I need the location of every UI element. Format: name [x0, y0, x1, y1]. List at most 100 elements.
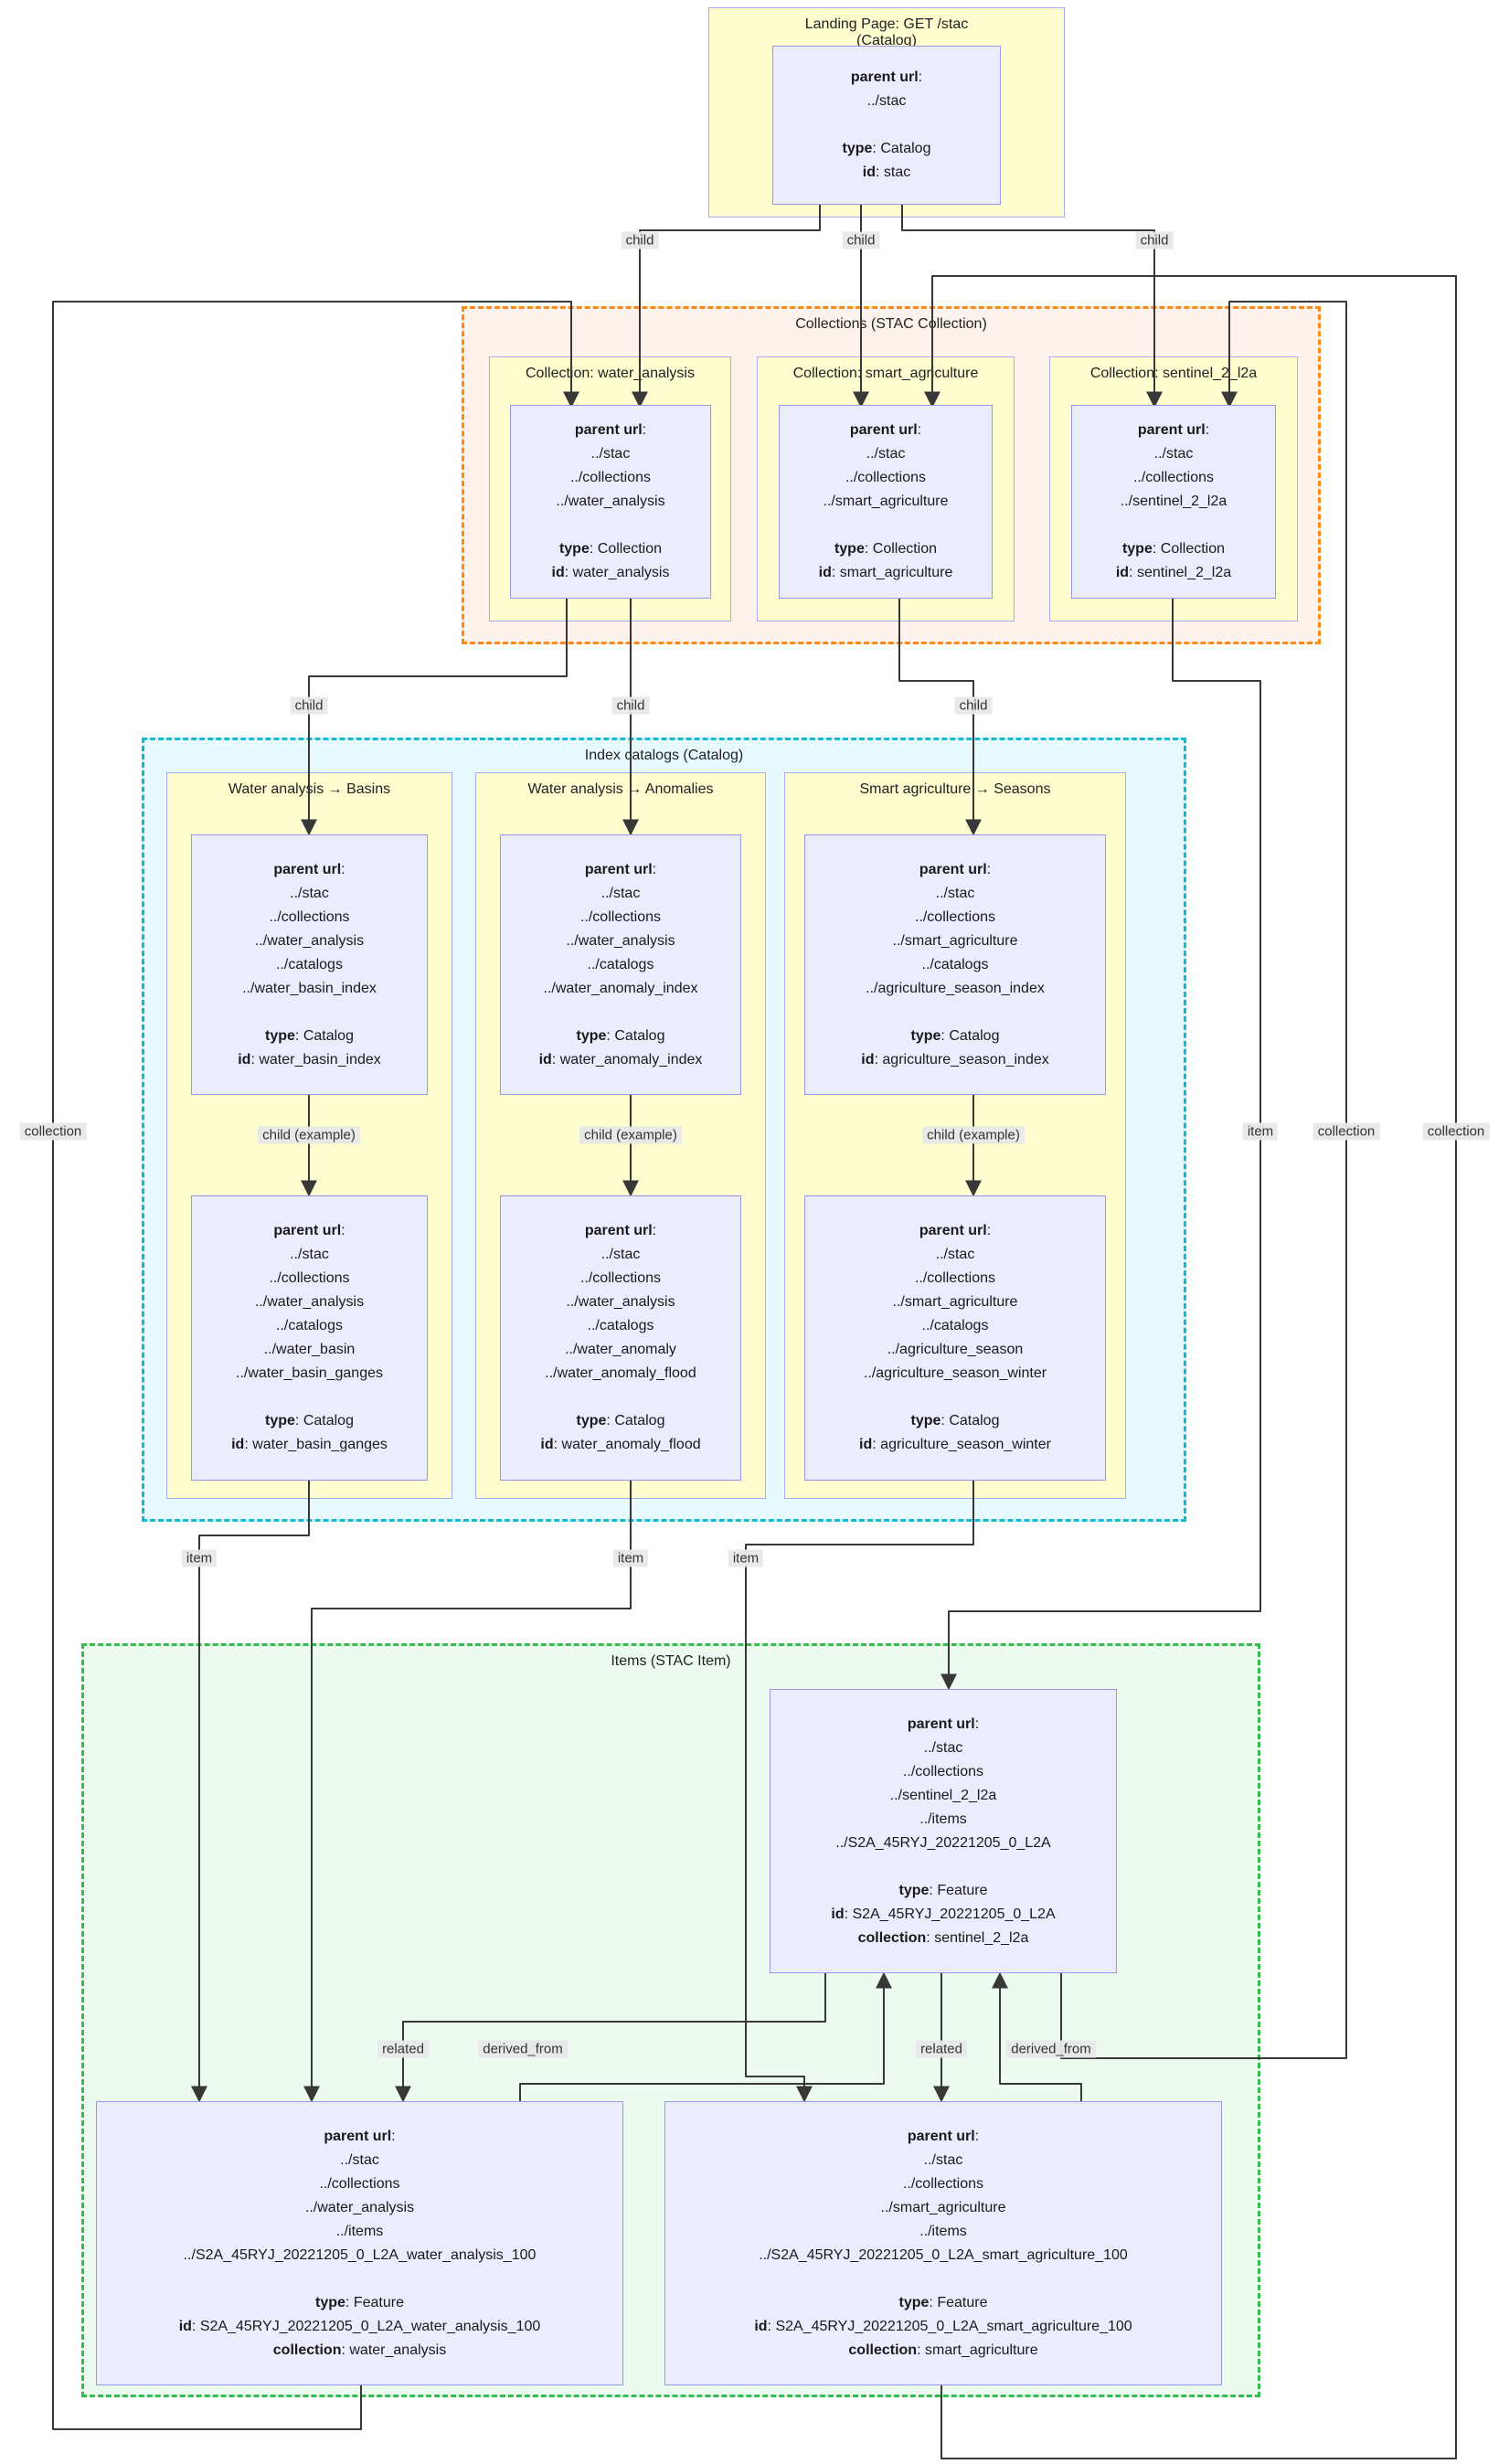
record-sentinel-item: parent url: ../stac ../collections ../se…	[770, 1689, 1117, 1973]
edge-label-collection: collection	[19, 1122, 87, 1141]
record-landing: parent url: ../stac type: Catalog id: st…	[772, 46, 1001, 205]
record-id: id: smart_agriculture	[818, 565, 953, 580]
edge-label-item: item	[1242, 1122, 1279, 1141]
record-smart-agriculture: parent url: ../stac ../collections ../sm…	[779, 405, 993, 599]
edge-label-child: child	[611, 696, 650, 715]
record-key-parent-url: parent url:	[584, 861, 657, 877]
record-parent-urls: ../stac ../collections ../water_analysis…	[242, 885, 377, 996]
record-parent-urls: ../stac ../collections ../sentinel_2_l2a	[1120, 446, 1227, 509]
record-type: type: Catalog	[265, 1413, 354, 1428]
index-box-title: Water analysis → Anomalies	[527, 781, 714, 797]
record-water-basin-index: parent url: ../stac ../collections ../wa…	[191, 834, 428, 1095]
landing-page-title-line1: Landing Page: GET /stac	[804, 16, 969, 32]
record-water-anomaly-index: parent url: ../stac ../collections ../wa…	[500, 834, 741, 1095]
edge-label-child-example: child (example)	[922, 1126, 1025, 1144]
record-type: type: Catalog	[842, 141, 931, 156]
record-id: id: water_anomaly_flood	[540, 1437, 701, 1452]
edge-label-item: item	[181, 1549, 218, 1567]
record-type: type: Catalog	[265, 1027, 354, 1044]
index-box-title: Smart agriculture → Seasons	[859, 781, 1051, 797]
edge-label-item: item	[612, 1549, 649, 1567]
record-parent-urls: ../stac	[866, 93, 907, 109]
record-type: type: Catalog	[576, 1027, 665, 1044]
record-parent-urls: ../stac ../collections ../smart_agricult…	[759, 2151, 1128, 2263]
record-water-basin-ganges: parent url: ../stac ../collections ../wa…	[191, 1195, 428, 1481]
landing-page-title-line2: (Catalog)	[856, 33, 917, 48]
collection-box-title: Collection: water_analysis	[526, 366, 695, 381]
record-id: id: water_basin_ganges	[231, 1437, 388, 1452]
edge-label-related: related	[916, 2040, 967, 2058]
edge-child-water-basin-index	[301, 599, 568, 836]
edge-label-derived-from: derived_from	[1006, 2040, 1096, 2058]
record-id: id: stac	[862, 165, 911, 180]
record-key-parent-url: parent url:	[907, 2128, 980, 2144]
record-key-parent-url: parent url:	[907, 1715, 980, 1732]
record-key-parent-url: parent url:	[324, 2128, 396, 2144]
edge-item-ganges-water-item	[191, 1481, 310, 2103]
record-key-parent-url: parent url:	[850, 69, 923, 85]
record-id: id: S2A_45RYJ_20221205_0_L2A_water_analy…	[178, 2318, 541, 2334]
edge-child-landing-sentinel	[901, 205, 1163, 409]
record-water-analysis-item: parent url: ../stac ../collections ../wa…	[96, 2101, 623, 2385]
record-id: id: agriculture_season_winter	[859, 1437, 1051, 1452]
record-collection: collection: water_analysis	[272, 2342, 447, 2358]
record-key-parent-url: parent url:	[273, 1223, 345, 1238]
record-id: id: sentinel_2_l2a	[1115, 565, 1232, 580]
record-key-parent-url: parent url:	[849, 422, 922, 438]
record-key-parent-url: parent url:	[574, 422, 647, 438]
record-key-parent-url: parent url:	[919, 1223, 992, 1238]
edge-label-item: item	[728, 1549, 764, 1567]
record-type: type: Feature	[315, 2294, 404, 2310]
edge-item-flood-water-item	[303, 1481, 632, 2103]
record-parent-urls: ../stac ../collections ../water_analysis	[556, 446, 665, 509]
record-parent-urls: ../stac ../collections ../water_analysis…	[183, 2151, 537, 2263]
edge-label-collection: collection	[1422, 1122, 1490, 1141]
edge-label-child: child	[621, 231, 659, 250]
record-key-parent-url: parent url:	[1137, 422, 1210, 438]
collections-group-title: Collections (STAC Collection)	[795, 316, 987, 332]
index-catalogs-group-title: Index catalogs (Catalog)	[584, 748, 744, 763]
record-id: id: S2A_45RYJ_20221205_0_L2A_smart_agric…	[754, 2318, 1132, 2334]
collection-box-title: Collection: sentinel_2_l2a	[1089, 366, 1258, 381]
edge-child-landing-water	[632, 205, 821, 409]
record-type: type: Collection	[834, 541, 938, 557]
edge-derived-from-water-sentinel	[519, 1971, 892, 2101]
edge-label-child: child	[290, 696, 328, 715]
record-type: type: Catalog	[910, 1413, 1000, 1428]
edge-derived-from-smart-sentinel	[992, 1971, 1082, 2101]
edge-collection-water-item-water-collection	[52, 301, 579, 2430]
record-type: type: Feature	[898, 1882, 988, 1898]
record-collection: collection: sentinel_2_l2a	[857, 1929, 1029, 1946]
record-id: id: water_anomaly_index	[538, 1051, 703, 1067]
record-parent-urls: ../stac ../collections ../sentinel_2_l2a…	[835, 1739, 1051, 1851]
record-type: type: Feature	[898, 2294, 988, 2310]
record-key-parent-url: parent url:	[273, 861, 345, 877]
edge-label-child: child	[954, 696, 993, 715]
edge-label-related: related	[377, 2040, 429, 2058]
record-type: type: Collection	[1121, 541, 1226, 557]
record-id: id: agriculture_season_index	[861, 1051, 1049, 1067]
record-parent-urls: ../stac ../collections ../smart_agricult…	[823, 446, 949, 509]
edge-related-sentinel-water	[395, 1973, 826, 2103]
record-parent-urls: ../stac ../collections ../water_analysis…	[545, 1247, 696, 1381]
record-parent-urls: ../stac ../collections ../smart_agricult…	[866, 885, 1045, 996]
record-type: type: Catalog	[576, 1413, 665, 1428]
record-smart-agriculture-item: parent url: ../stac ../collections ../sm…	[664, 2101, 1222, 2385]
items-group-title: Items (STAC Item)	[611, 1653, 731, 1669]
record-water-analysis: parent url: ../stac ../collections ../wa…	[510, 405, 711, 599]
edge-label-collection: collection	[1312, 1122, 1380, 1141]
record-id: id: water_analysis	[551, 565, 670, 580]
record-key-parent-url: parent url:	[584, 1223, 657, 1238]
edge-label-derived-from: derived_from	[478, 2040, 568, 2058]
record-parent-urls: ../stac ../collections ../smart_agricult…	[863, 1247, 1047, 1381]
edge-child-smart-season-index	[898, 599, 982, 836]
edge-item-sentinel-collection-sentinel-item	[940, 599, 1261, 1691]
record-type: type: Catalog	[910, 1027, 1000, 1044]
record-id: id: S2A_45RYJ_20221205_0_L2A	[831, 1906, 1056, 1922]
record-type: type: Collection	[558, 541, 663, 557]
record-sentinel-2-l2a: parent url: ../stac ../collections ../se…	[1071, 405, 1276, 599]
record-water-anomaly-flood: parent url: ../stac ../collections ../wa…	[500, 1195, 741, 1481]
record-agriculture-season-index: parent url: ../stac ../collections ../sm…	[804, 834, 1106, 1095]
edge-label-child-example: child (example)	[258, 1126, 360, 1144]
